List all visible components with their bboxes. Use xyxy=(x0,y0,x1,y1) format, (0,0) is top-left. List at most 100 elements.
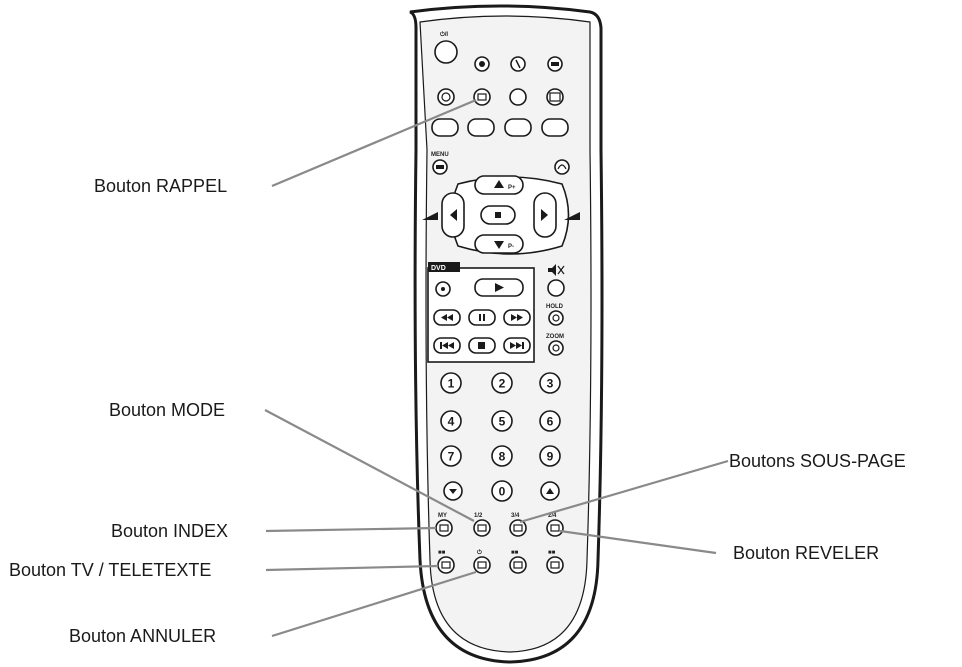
hdmi-button[interactable] xyxy=(547,56,563,72)
svg-text:0: 0 xyxy=(499,485,506,499)
digit-button-1[interactable]: 1 xyxy=(440,372,462,394)
digit-button-0[interactable]: 0 xyxy=(491,480,513,502)
svg-text:8: 8 xyxy=(499,450,506,464)
nav-right-button[interactable] xyxy=(533,192,557,238)
rappel-button[interactable] xyxy=(473,88,491,106)
reveler-button[interactable] xyxy=(546,519,564,537)
dvd-rewind-button[interactable] xyxy=(433,309,461,326)
mode-button[interactable] xyxy=(473,519,491,537)
volume-up-icon xyxy=(564,212,580,220)
nav-pad: P+ P- xyxy=(422,175,580,255)
svg-text:■■: ■■ xyxy=(438,550,446,556)
digit-button-7[interactable]: 7 xyxy=(440,445,462,467)
digit-button-6[interactable]: 6 xyxy=(539,410,561,432)
leader-lines xyxy=(264,98,729,638)
label-sous-page: Boutons SOUS-PAGE xyxy=(729,451,906,471)
svg-text:■■: ■■ xyxy=(548,550,556,556)
channel-up-button[interactable] xyxy=(540,481,560,501)
dvd-next-button[interactable] xyxy=(503,337,531,354)
mode-button-top[interactable] xyxy=(474,56,490,72)
color-buttons xyxy=(431,118,569,137)
color-button-3[interactable] xyxy=(504,118,532,137)
hold-label: HOLD xyxy=(546,304,564,310)
annuler-button[interactable] xyxy=(473,556,491,574)
svg-text:3: 3 xyxy=(547,377,554,391)
leader-index xyxy=(265,526,437,533)
input-button[interactable] xyxy=(437,88,455,106)
digit-button-3[interactable]: 3 xyxy=(539,372,561,394)
menu-button[interactable] xyxy=(432,159,448,175)
nav-left-button[interactable] xyxy=(441,192,465,238)
color-button-2[interactable] xyxy=(467,118,495,137)
menu-label: MENU xyxy=(431,152,449,158)
dvd-stop-button[interactable] xyxy=(468,337,496,354)
dvd-forward-button[interactable] xyxy=(503,309,531,326)
power-label: ⏻/I xyxy=(440,31,448,38)
svg-text:1: 1 xyxy=(448,377,455,391)
label-reveler: Bouton REVELER xyxy=(733,543,879,563)
svg-text:5: 5 xyxy=(499,415,506,429)
nav-down-button[interactable] xyxy=(474,234,524,254)
color-button-1[interactable] xyxy=(431,118,459,137)
svg-text:9: 9 xyxy=(547,450,554,464)
zoom-label: ZOOM xyxy=(546,334,564,340)
index-button[interactable] xyxy=(435,519,453,537)
svg-text:2: 2 xyxy=(499,377,506,391)
tv-teletexte-button[interactable] xyxy=(437,556,455,574)
svg-text:2/4: 2/4 xyxy=(548,513,557,519)
hold-button[interactable] xyxy=(548,310,564,326)
text-button-7[interactable] xyxy=(509,556,527,574)
label-mode: Bouton MODE xyxy=(109,400,225,420)
mute-icon xyxy=(548,264,565,276)
label-rappel: Bouton RAPPEL xyxy=(94,176,227,196)
channel-down-button[interactable] xyxy=(443,481,463,501)
leader-sous-page xyxy=(519,459,729,524)
dvd-prev-button[interactable] xyxy=(433,337,461,354)
dvd-label: DVD xyxy=(431,265,446,272)
p-minus-label: P- xyxy=(508,244,514,250)
ch-110-button[interactable] xyxy=(509,88,527,106)
dvd-play-button[interactable] xyxy=(474,278,524,297)
dvd-pause-button[interactable] xyxy=(468,309,496,326)
zoom-button[interactable] xyxy=(548,340,564,356)
leader-annuler xyxy=(271,570,477,638)
volume-down-icon xyxy=(422,212,438,220)
svg-text:4: 4 xyxy=(448,415,455,429)
p-plus-label: P+ xyxy=(508,185,516,191)
digit-button-4[interactable]: 4 xyxy=(440,410,462,432)
text-button-8[interactable] xyxy=(546,556,564,574)
dvd-panel: DVD xyxy=(427,262,565,363)
svg-text:7: 7 xyxy=(448,450,455,464)
mute-button[interactable] xyxy=(547,279,565,297)
label-index: Bouton INDEX xyxy=(111,521,228,541)
dvd-power-button[interactable] xyxy=(435,281,451,297)
digit-button-9[interactable]: 9 xyxy=(539,445,561,467)
label-annuler: Bouton ANNULER xyxy=(69,626,216,646)
sous-page-button[interactable] xyxy=(509,519,527,537)
number-pad: 1 2 3 4 5 6 7 8 9 0 xyxy=(440,372,561,502)
svg-text:⏻: ⏻ xyxy=(477,549,482,556)
music-button[interactable] xyxy=(510,56,526,72)
leader-mode xyxy=(264,409,475,522)
nav-ok-button[interactable] xyxy=(480,205,516,225)
screen-button[interactable] xyxy=(546,88,564,106)
digit-button-5[interactable]: 5 xyxy=(491,410,513,432)
color-button-4[interactable] xyxy=(541,118,569,137)
digit-button-8[interactable]: 8 xyxy=(491,445,513,467)
svg-text:1/2: 1/2 xyxy=(474,513,483,519)
leader-reveler xyxy=(559,529,717,555)
leader-rappel xyxy=(271,98,477,188)
svg-text:■■: ■■ xyxy=(511,550,519,556)
svg-text:MY: MY xyxy=(438,513,447,519)
svg-text:3/4: 3/4 xyxy=(511,513,520,519)
svg-text:6: 6 xyxy=(547,415,554,429)
callout-labels: Bouton RAPPEL Bouton MODE Bouton INDEX B… xyxy=(9,176,906,646)
leader-tv-teletexte xyxy=(265,564,439,572)
digit-button-2[interactable]: 2 xyxy=(491,372,513,394)
power-button[interactable] xyxy=(434,40,458,64)
back-button[interactable] xyxy=(554,159,570,175)
top-buttons: ⏻/I MENU xyxy=(431,31,570,175)
nav-up-button[interactable] xyxy=(474,175,524,195)
teletext-buttons: MY 1/2 3/4 2/4 ■■ ⏻ ■■ ■■ xyxy=(435,513,564,574)
